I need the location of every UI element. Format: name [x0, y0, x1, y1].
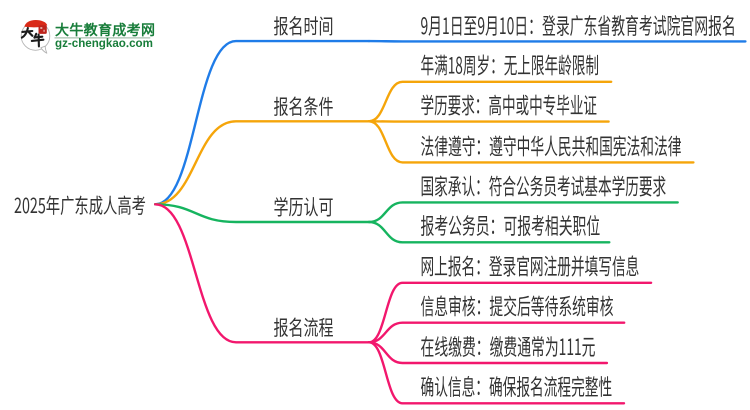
svg-text:大牛教育成考网: 大牛教育成考网 [55, 20, 155, 40]
svg-text:报名时间: 报名时间 [274, 10, 334, 40]
svg-text:确认信息：确保报名流程完整性: 确认信息：确保报名流程完整性 [421, 370, 613, 402]
svg-text:报名条件: 报名条件 [274, 90, 334, 120]
svg-text:9月1日至9月10日：登录广东省教育考试院官网报名: 9月1日至9月10日：登录广东省教育考试院官网报名 [421, 9, 736, 41]
svg-text:报名流程: 报名流程 [274, 311, 334, 341]
svg-text:在线缴费：缴费通常为111元: 在线缴费：缴费通常为111元 [421, 330, 596, 362]
svg-text:信息审核：提交后等待系统审核: 信息审核：提交后等待系统审核 [421, 290, 614, 322]
svg-text:年满18周岁：无上限年龄限制: 年满18周岁：无上限年龄限制 [421, 49, 600, 81]
svg-text:gz-chengkao.com: gz-chengkao.com [55, 35, 153, 51]
svg-text:学历要求：高中或中专毕业证: 学历要求：高中或中专毕业证 [421, 89, 598, 121]
svg-text:报考公务员：可报考相关职位: 报考公务员：可报考相关职位 [421, 209, 601, 241]
svg-text:国家承认：符合公务员考试基本学历要求: 国家承认：符合公务员考试基本学历要求 [421, 169, 667, 201]
svg-text:法律遵守：遵守中华人民共和国宪法和法律: 法律遵守：遵守中华人民共和国宪法和法律 [421, 129, 682, 161]
svg-text:学历认可: 学历认可 [274, 191, 334, 221]
svg-text:网上报名：登录官网注册并填写信息: 网上报名：登录官网注册并填写信息 [421, 250, 640, 282]
svg-text:2025年广东成人高考: 2025年广东成人高考 [14, 189, 146, 219]
